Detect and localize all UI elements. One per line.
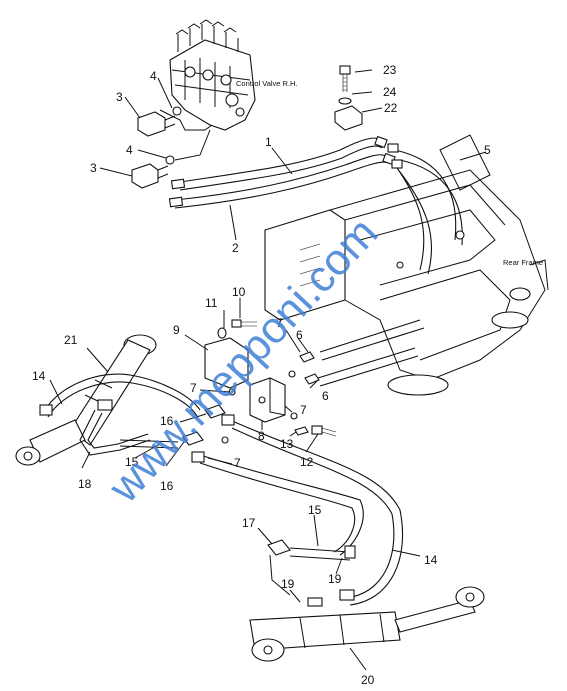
fitting-6-lower <box>304 373 320 385</box>
elbow-fitting-lower <box>131 163 169 189</box>
callout-17: 17 <box>242 516 256 530</box>
callout-7-left: 7 <box>190 381 197 395</box>
bracket-9 <box>204 337 249 389</box>
callout-3-lower: 3 <box>90 161 97 175</box>
callout-1: 1 <box>265 135 272 149</box>
tube-19-left <box>269 554 291 596</box>
callout-9: 9 <box>173 323 180 337</box>
hose-14-lower <box>221 414 404 606</box>
callout-22: 22 <box>384 101 398 115</box>
callout-21: 21 <box>64 333 78 347</box>
control-valve <box>169 19 256 131</box>
callout-5: 5 <box>484 143 491 157</box>
callout-16-upper: 16 <box>160 414 174 428</box>
callout-7-right: 7 <box>300 403 307 417</box>
callout-4-upper: 4 <box>150 69 157 83</box>
callout-20: 20 <box>361 673 375 687</box>
leader-lines <box>49 69 487 671</box>
callout-14-lower: 14 <box>424 553 438 567</box>
callout-4-lower: 4 <box>126 143 133 157</box>
hose-5 <box>387 143 463 275</box>
fitting-19 <box>307 589 355 607</box>
bolt-10 <box>231 319 257 328</box>
callout-7-lower: 7 <box>234 456 241 470</box>
o-ring-7-lower <box>290 412 298 420</box>
callout-12: 12 <box>300 455 314 469</box>
o-ring-lower <box>165 155 175 165</box>
callout-10: 10 <box>232 285 246 299</box>
valve-block-8 <box>249 377 286 423</box>
callout-23: 23 <box>383 63 397 77</box>
callout-24: 24 <box>383 85 397 99</box>
hose-clamp-22 <box>334 105 363 131</box>
fitting-16-upper <box>204 404 226 419</box>
hose-15-left <box>119 439 179 449</box>
bolt-12 <box>311 425 337 437</box>
hose-14-left <box>39 373 201 419</box>
hose-7-lower <box>191 451 364 556</box>
hose-to-frame-upper <box>319 319 425 361</box>
elbow-17 <box>267 539 291 556</box>
fitting-6-upper <box>299 351 315 363</box>
callout-19-left: 19 <box>281 577 295 591</box>
callout-15-left: 15 <box>125 455 139 469</box>
hose-15-lower <box>289 545 356 561</box>
bolt-23 <box>339 65 351 92</box>
cylinder-21 <box>15 334 157 466</box>
elbow-fitting-upper <box>137 111 176 137</box>
washer-13 <box>294 426 309 436</box>
callout-2: 2 <box>232 241 239 255</box>
rear-frame-label: Rear Frame <box>503 258 543 267</box>
callout-6-lower: 6 <box>322 389 329 403</box>
callout-13: 13 <box>280 437 294 451</box>
washer-24 <box>338 97 352 105</box>
hose-to-frame-lower <box>317 347 419 387</box>
washer-11 <box>217 327 227 339</box>
callout-6-upper: 6 <box>296 328 303 342</box>
hose-1 <box>168 135 396 209</box>
callout-14-left: 14 <box>32 369 46 383</box>
fitting-16-lower <box>182 431 204 446</box>
callout-7-upper: 7 <box>276 316 283 330</box>
control-valve-label: Control Valve R.H. <box>236 79 298 88</box>
callout-19-right: 19 <box>328 572 342 586</box>
callout-8: 8 <box>258 429 265 443</box>
rear-frame <box>264 134 549 396</box>
callout-3-upper: 3 <box>116 90 123 104</box>
o-ring-upper <box>172 106 182 116</box>
callout-11: 11 <box>205 296 218 310</box>
cylinder-20 <box>249 586 485 662</box>
o-ring-7-bottom <box>221 436 229 444</box>
o-ring-7-upper <box>288 370 296 378</box>
callout-18: 18 <box>78 477 92 491</box>
callout-15-lower: 15 <box>308 503 322 517</box>
callout-16-lower: 16 <box>160 479 174 493</box>
